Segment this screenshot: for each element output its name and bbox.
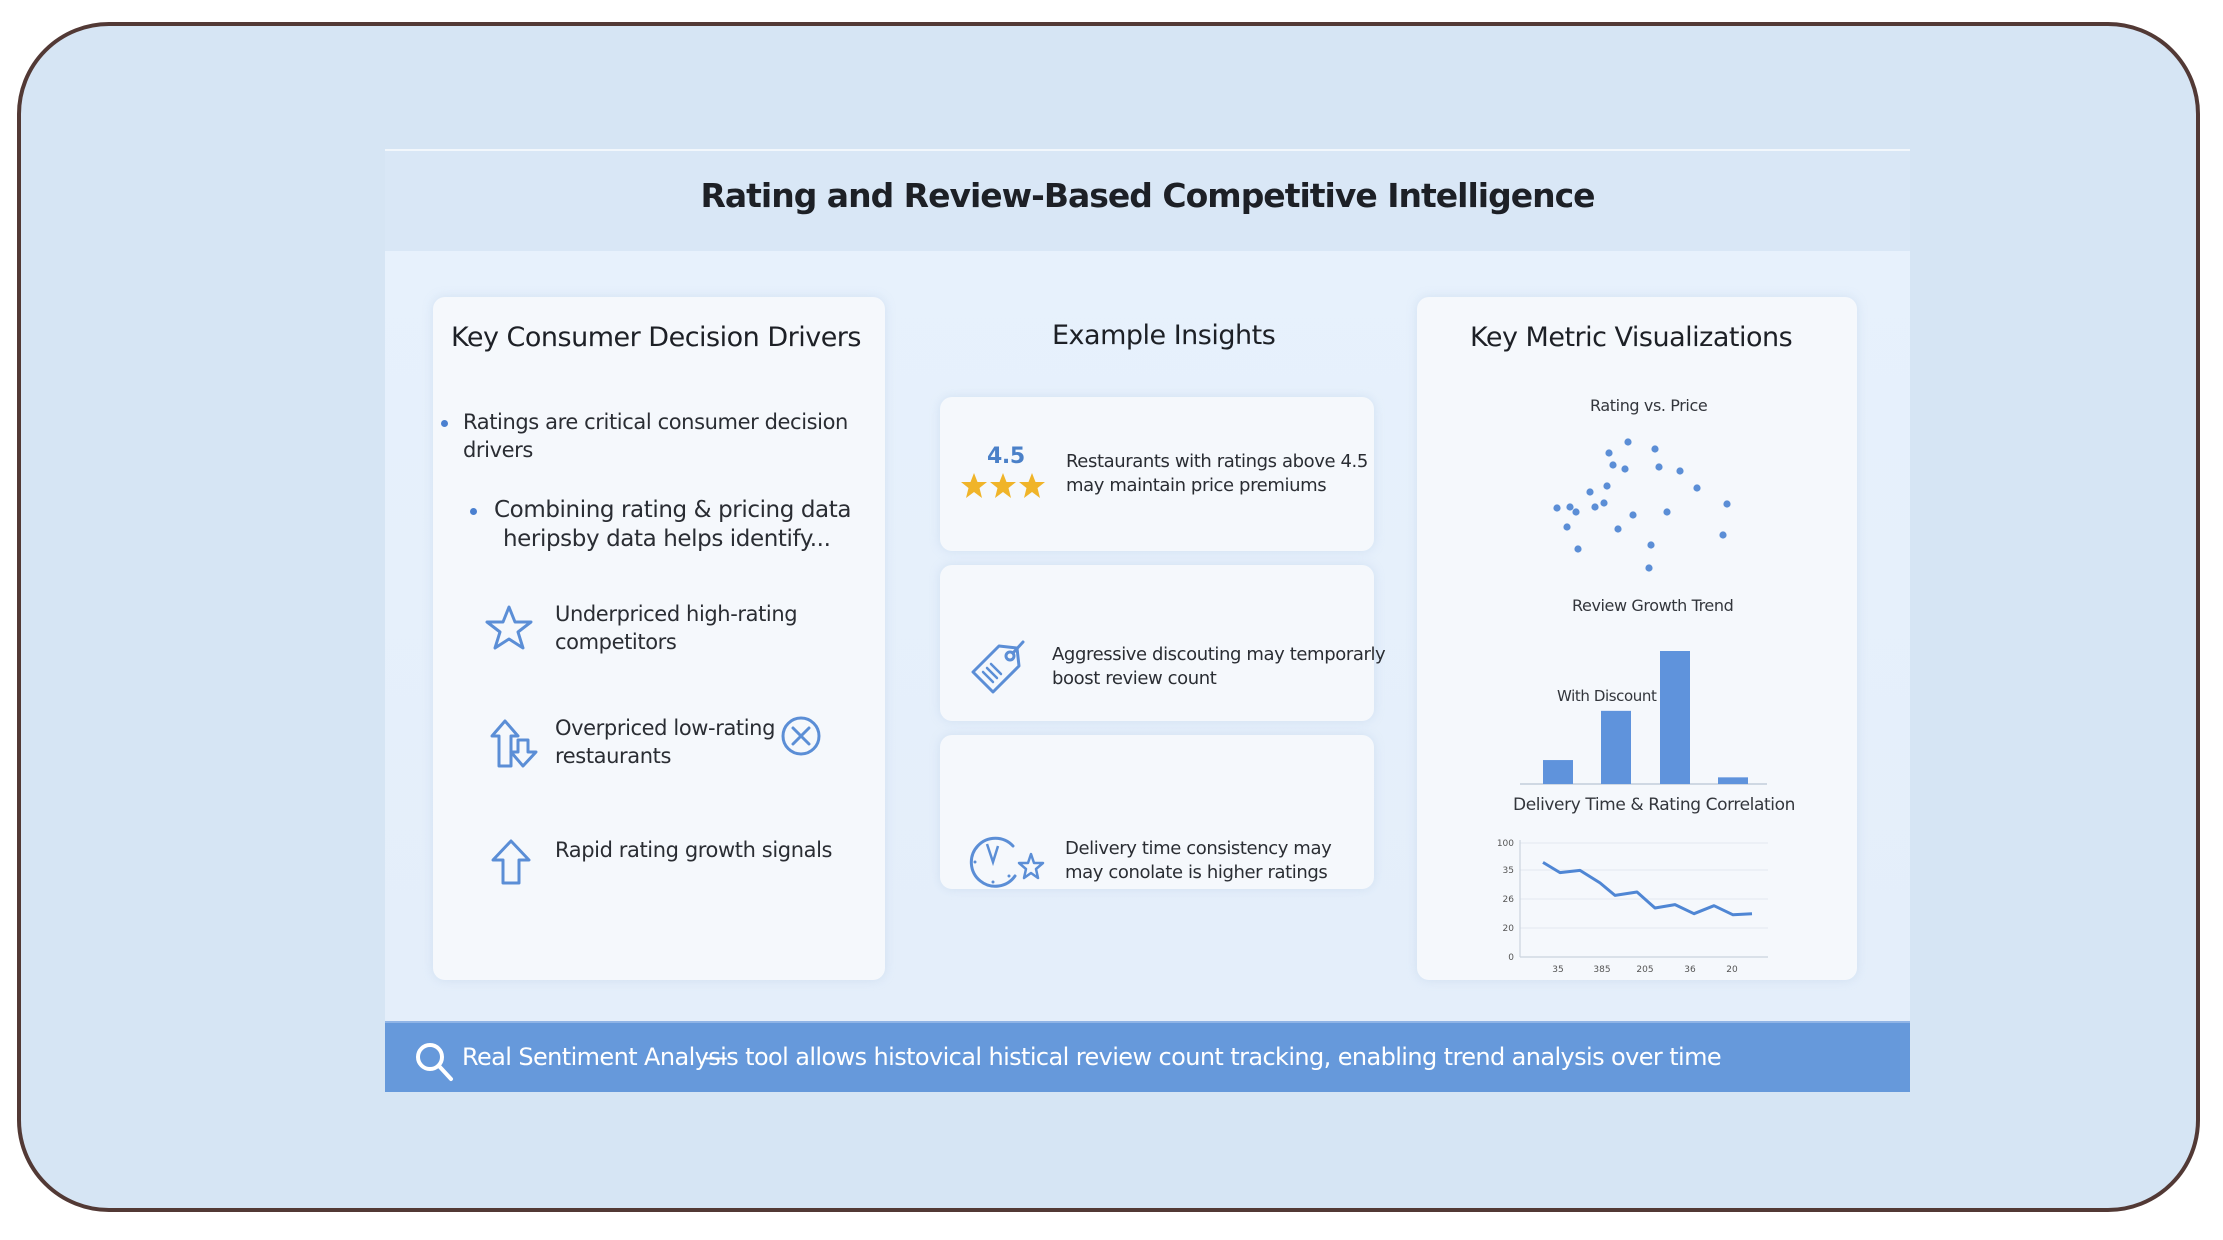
bullet-text: Combining rating & pricing data	[494, 497, 852, 523]
insight-text: may maintain price premiums	[1066, 475, 1327, 496]
up-down-arrows-icon	[490, 719, 538, 768]
svg-text:35: 35	[1503, 866, 1514, 876]
svg-text:20: 20	[1726, 965, 1738, 975]
svg-text:35: 35	[1552, 965, 1563, 975]
delivery-rating-line-chart: 100 35 26 20 0 35 385 205 36 20	[1497, 839, 1768, 975]
svg-text:100: 100	[1497, 839, 1514, 849]
bullet-dot	[470, 508, 477, 515]
header-divider	[385, 149, 1910, 151]
decision-drivers-title: Key Consumer Decision Drivers	[451, 322, 861, 353]
bullet-dot	[441, 420, 448, 427]
bullet-text: drivers	[463, 438, 533, 462]
item-text: Underpriced high-rating	[555, 602, 798, 626]
svg-text:36: 36	[1684, 965, 1696, 975]
bar-annotation: With Discount	[1557, 687, 1657, 705]
price-tag-icon	[971, 640, 1025, 694]
clock-star-icon	[969, 836, 1045, 888]
insight-card	[940, 735, 1374, 889]
insight-text: Aggressive discouting may temporarly	[1052, 644, 1386, 665]
bar-chart-title: Review Growth Trend	[1572, 596, 1734, 615]
line-chart-title: Delivery Time & Rating Correlation	[1513, 795, 1795, 815]
item-text: Rapid rating growth signals	[555, 838, 833, 862]
search-icon	[416, 1043, 453, 1081]
rating-vs-price-scatter	[1553, 438, 1731, 572]
insight-card	[940, 565, 1374, 721]
review-growth-bar-chart	[1520, 651, 1767, 785]
footer-banner	[385, 1021, 1910, 1092]
bullet-text: Ratings are critical consumer decision	[463, 410, 848, 434]
x-circle-icon	[781, 716, 821, 756]
scatter-title: Rating vs. Price	[1590, 396, 1708, 415]
page-title: Rating and Review-Based Competitive Inte…	[700, 176, 1595, 215]
item-text: Overpriced low-rating	[555, 716, 776, 740]
example-insights-title: Example Insights	[1052, 320, 1276, 351]
svg-text:385: 385	[1593, 965, 1610, 975]
svg-text:20: 20	[1503, 924, 1515, 934]
star-outline-icon	[485, 605, 533, 650]
insight-text: Restaurants with ratings above 4.5	[1066, 451, 1368, 472]
metric-visualizations-title: Key Metric Visualizations	[1470, 322, 1793, 353]
rating-stars-icon	[961, 473, 1045, 498]
bullet-text: heripsby data helps identify...	[503, 526, 831, 552]
svg-text:205: 205	[1636, 965, 1653, 975]
svg-text:26: 26	[1503, 895, 1515, 905]
banner-text: Real Sentiment Analys̶i̶s tool allows hi…	[462, 1043, 1722, 1071]
insight-card	[940, 397, 1374, 551]
svg-text:0: 0	[1508, 953, 1514, 963]
insight-text: Delivery time consistency may	[1065, 838, 1332, 859]
insight-text: boost review count	[1052, 668, 1217, 689]
item-text: restaurants	[555, 744, 672, 768]
header-band	[385, 151, 1910, 251]
item-text: competitors	[555, 630, 677, 654]
rating-value: 4.5	[987, 444, 1025, 469]
metric-visualizations-card	[1417, 297, 1857, 980]
insight-text: may conolate is higher ratings	[1065, 862, 1328, 883]
arrow-up-icon	[491, 839, 531, 885]
